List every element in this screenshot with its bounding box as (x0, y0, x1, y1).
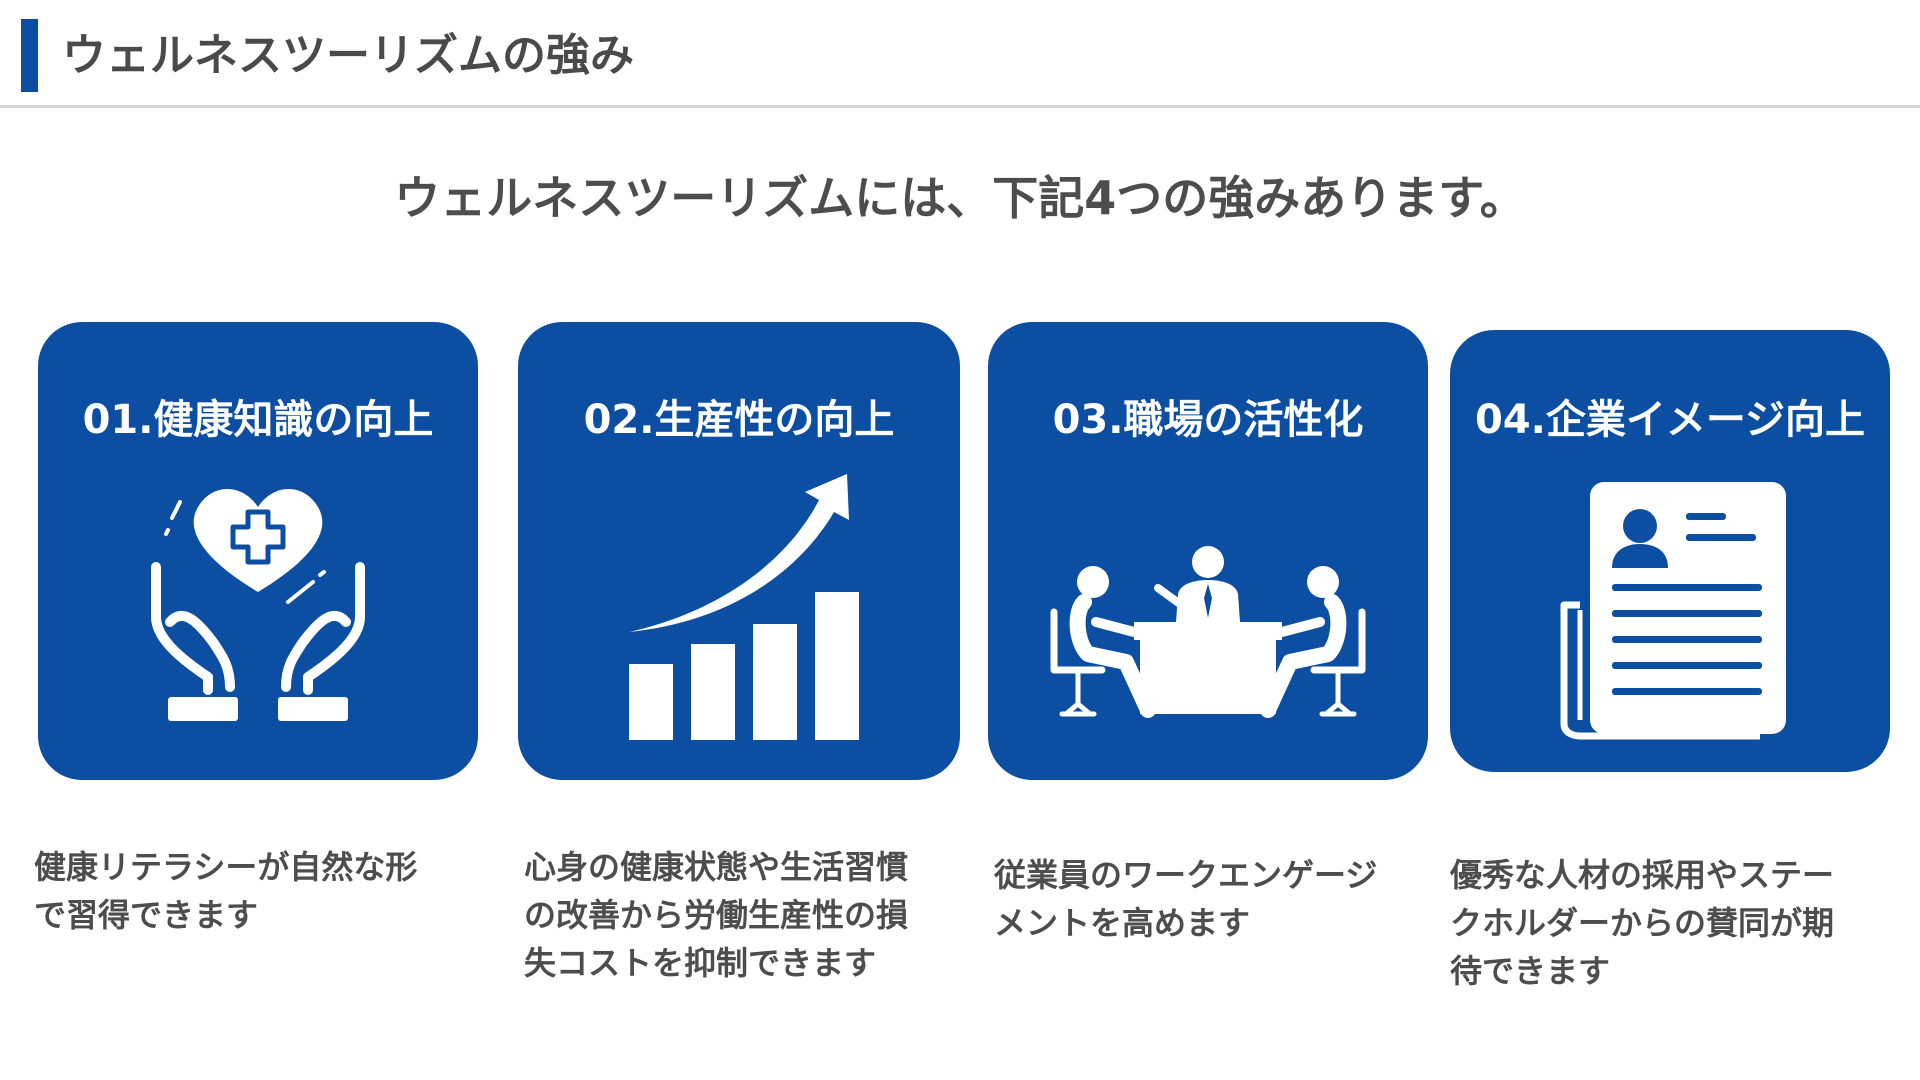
card-health-knowledge: 01.健康知識の向上 (38, 322, 478, 780)
header-bar: ウェルネスツーリズムの強み (0, 0, 1920, 108)
header-accent-bar (21, 19, 38, 92)
card-description-productivity: 心身の健康状態や生活習慣 の改善から労働生産性の損 失コストを抑制できます (524, 848, 909, 982)
subtitle: ウェルネスツーリズムには、下記4つの強みあります。 (394, 171, 1526, 225)
hands-heart-medical-icon (38, 472, 478, 752)
card-productivity: 02.生産性の向上 (518, 322, 960, 780)
profile-document-newspaper-icon (1450, 480, 1890, 760)
card-description-workplace-activation: 従業員のワークエンゲージ メントを高めます (994, 856, 1378, 942)
card-title: 01.健康知識の向上 (82, 397, 434, 443)
card-corporate-image: 04.企業イメージ向上 (1450, 330, 1890, 772)
card-description-corporate-image: 優秀な人材の採用やステー クホルダーからの賛同が期 待できます (1450, 856, 1835, 990)
card-title: 04.企業イメージ向上 (1474, 397, 1866, 443)
growth-bar-chart-arrow-icon (518, 472, 960, 752)
card-workplace-activation: 03.職場の活性化 (988, 322, 1428, 780)
card-title: 02.生産性の向上 (583, 397, 895, 443)
meeting-people-table-icon (988, 472, 1428, 752)
page-title: ウェルネスツーリズムの強み (62, 30, 634, 81)
card-description-health-knowledge: 健康リテラシーが自然な形 で習得できます (34, 848, 418, 934)
card-title: 03.職場の活性化 (1052, 397, 1364, 443)
